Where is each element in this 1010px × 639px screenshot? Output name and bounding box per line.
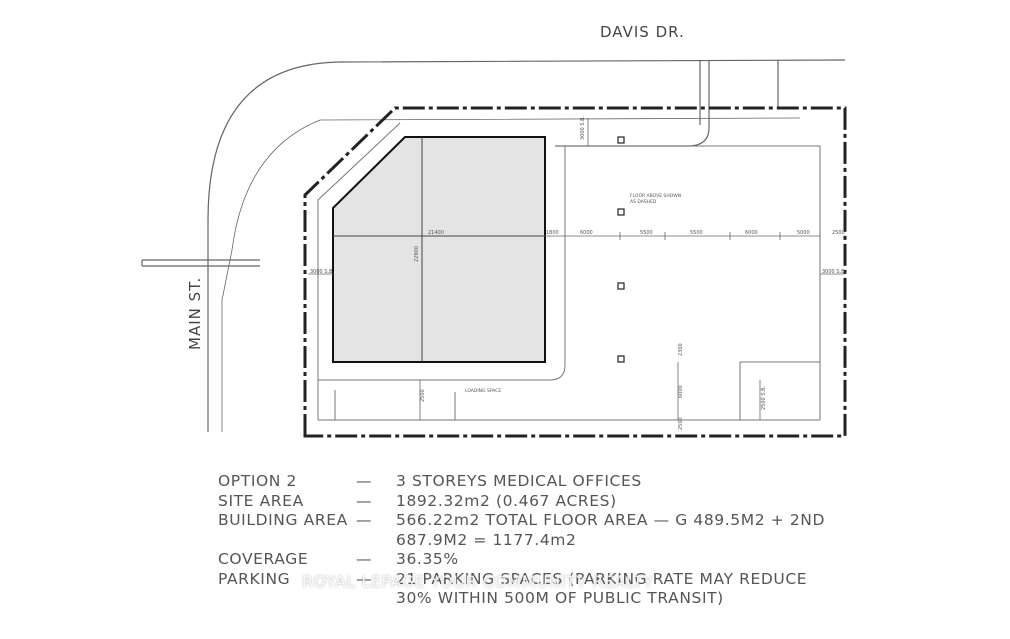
note-value: 21 PARKING SPACES (PARKING RATE MAY REDU…	[396, 569, 808, 588]
note-label: PARKING	[218, 569, 291, 588]
columns	[617, 136, 625, 363]
note-row-site-area: SITE AREA — 1892.32m2 (0.467 ACRES)	[218, 492, 998, 512]
note-value: 30% WITHIN 500M OF PUBLIC TRANSIT)	[396, 589, 724, 607]
note-dash	[356, 531, 396, 551]
street-label-davis: DAVIS DR.	[600, 23, 685, 41]
dimension-line	[308, 118, 845, 420]
note-dash	[356, 589, 396, 609]
note-value: 687.9M2 = 1177.4m2	[396, 530, 577, 549]
note-value: 3 STOREYS MEDICAL OFFICES	[396, 472, 642, 490]
project-notes: OPTION 2 — 3 STOREYS MEDICAL OFFICES SIT…	[218, 472, 998, 609]
label-loading-dim: 2500	[420, 389, 426, 402]
label-edge: 2500	[832, 230, 845, 236]
street-label-main: MAIN ST.	[186, 277, 204, 350]
property-boundary	[303, 106, 847, 438]
note-label	[218, 531, 356, 551]
note-row-coverage: COVERAGE — 36.35%	[218, 550, 998, 570]
note-label: SITE AREA	[218, 491, 304, 510]
label-bay-2: 5500	[640, 230, 653, 236]
building-footprint	[332, 136, 546, 363]
note-value: 1892.32m2 (0.467 ACRES)	[396, 491, 617, 510]
note-label: OPTION 2	[218, 472, 297, 490]
note-row-parking: PARKING — 21 PARKING SPACES (PARKING RAT…	[218, 570, 998, 590]
label-setback-left: 3000 S.B.	[310, 269, 335, 275]
road-lines	[141, 59, 846, 432]
label-bay-3: 5500	[690, 230, 703, 236]
note-dash: —	[356, 491, 373, 510]
label-floor-above-2: AS DASHED	[630, 199, 657, 205]
note-label: BUILDING AREA	[218, 511, 348, 529]
label-bay-4: 6000	[745, 230, 758, 236]
label-building-width: 21400	[428, 230, 444, 236]
note-dash: —	[356, 511, 373, 529]
note-row-building-area: BUILDING AREA — 566.22m2 TOTAL FLOOR ARE…	[218, 511, 998, 531]
site-plan: DAVIS DR. MAIN ST. 3000 S.B. 3000 S.B. 3…	[141, 23, 847, 438]
note-label: COVERAGE	[218, 550, 309, 568]
label-aisle-3: 2500	[678, 417, 684, 430]
label-bay-5: 5000	[797, 230, 810, 236]
label-setback-right: 3000 S.B.	[822, 269, 847, 275]
label-loading-space: LOADING SPACE	[465, 388, 501, 394]
note-dash: —	[356, 550, 373, 568]
parking-outline	[317, 122, 821, 421]
label-setback-bottom: 2500 S.B.	[761, 385, 767, 410]
label-setback-top: 3000 S.B.	[580, 115, 586, 140]
label-aisle-2: 6000	[678, 385, 684, 398]
note-row-parking-cont: 30% WITHIN 500M OF PUBLIC TRANSIT)	[218, 589, 998, 609]
label-bay-1: 6000	[580, 230, 593, 236]
note-value: 566.22m2 TOTAL FLOOR AREA — G 489.5M2 + …	[396, 511, 826, 529]
label-building-depth: 22900	[414, 246, 420, 262]
watermark: ROYAL LEPAGE YOUR COMMUNITY REALTY	[302, 572, 654, 591]
note-dash: —	[356, 569, 373, 588]
note-row-building-area-cont: 687.9M2 = 1177.4m2	[218, 531, 998, 551]
note-label	[218, 589, 356, 609]
note-dash: —	[356, 472, 373, 490]
note-value: 36.35%	[396, 550, 459, 568]
note-row-option: OPTION 2 — 3 STOREYS MEDICAL OFFICES	[218, 472, 998, 492]
label-aisle-1: 2300	[678, 343, 684, 356]
label-gap: 1800	[546, 230, 559, 236]
label-floor-above-1: FLOOR ABOVE SHOWN	[630, 193, 681, 199]
